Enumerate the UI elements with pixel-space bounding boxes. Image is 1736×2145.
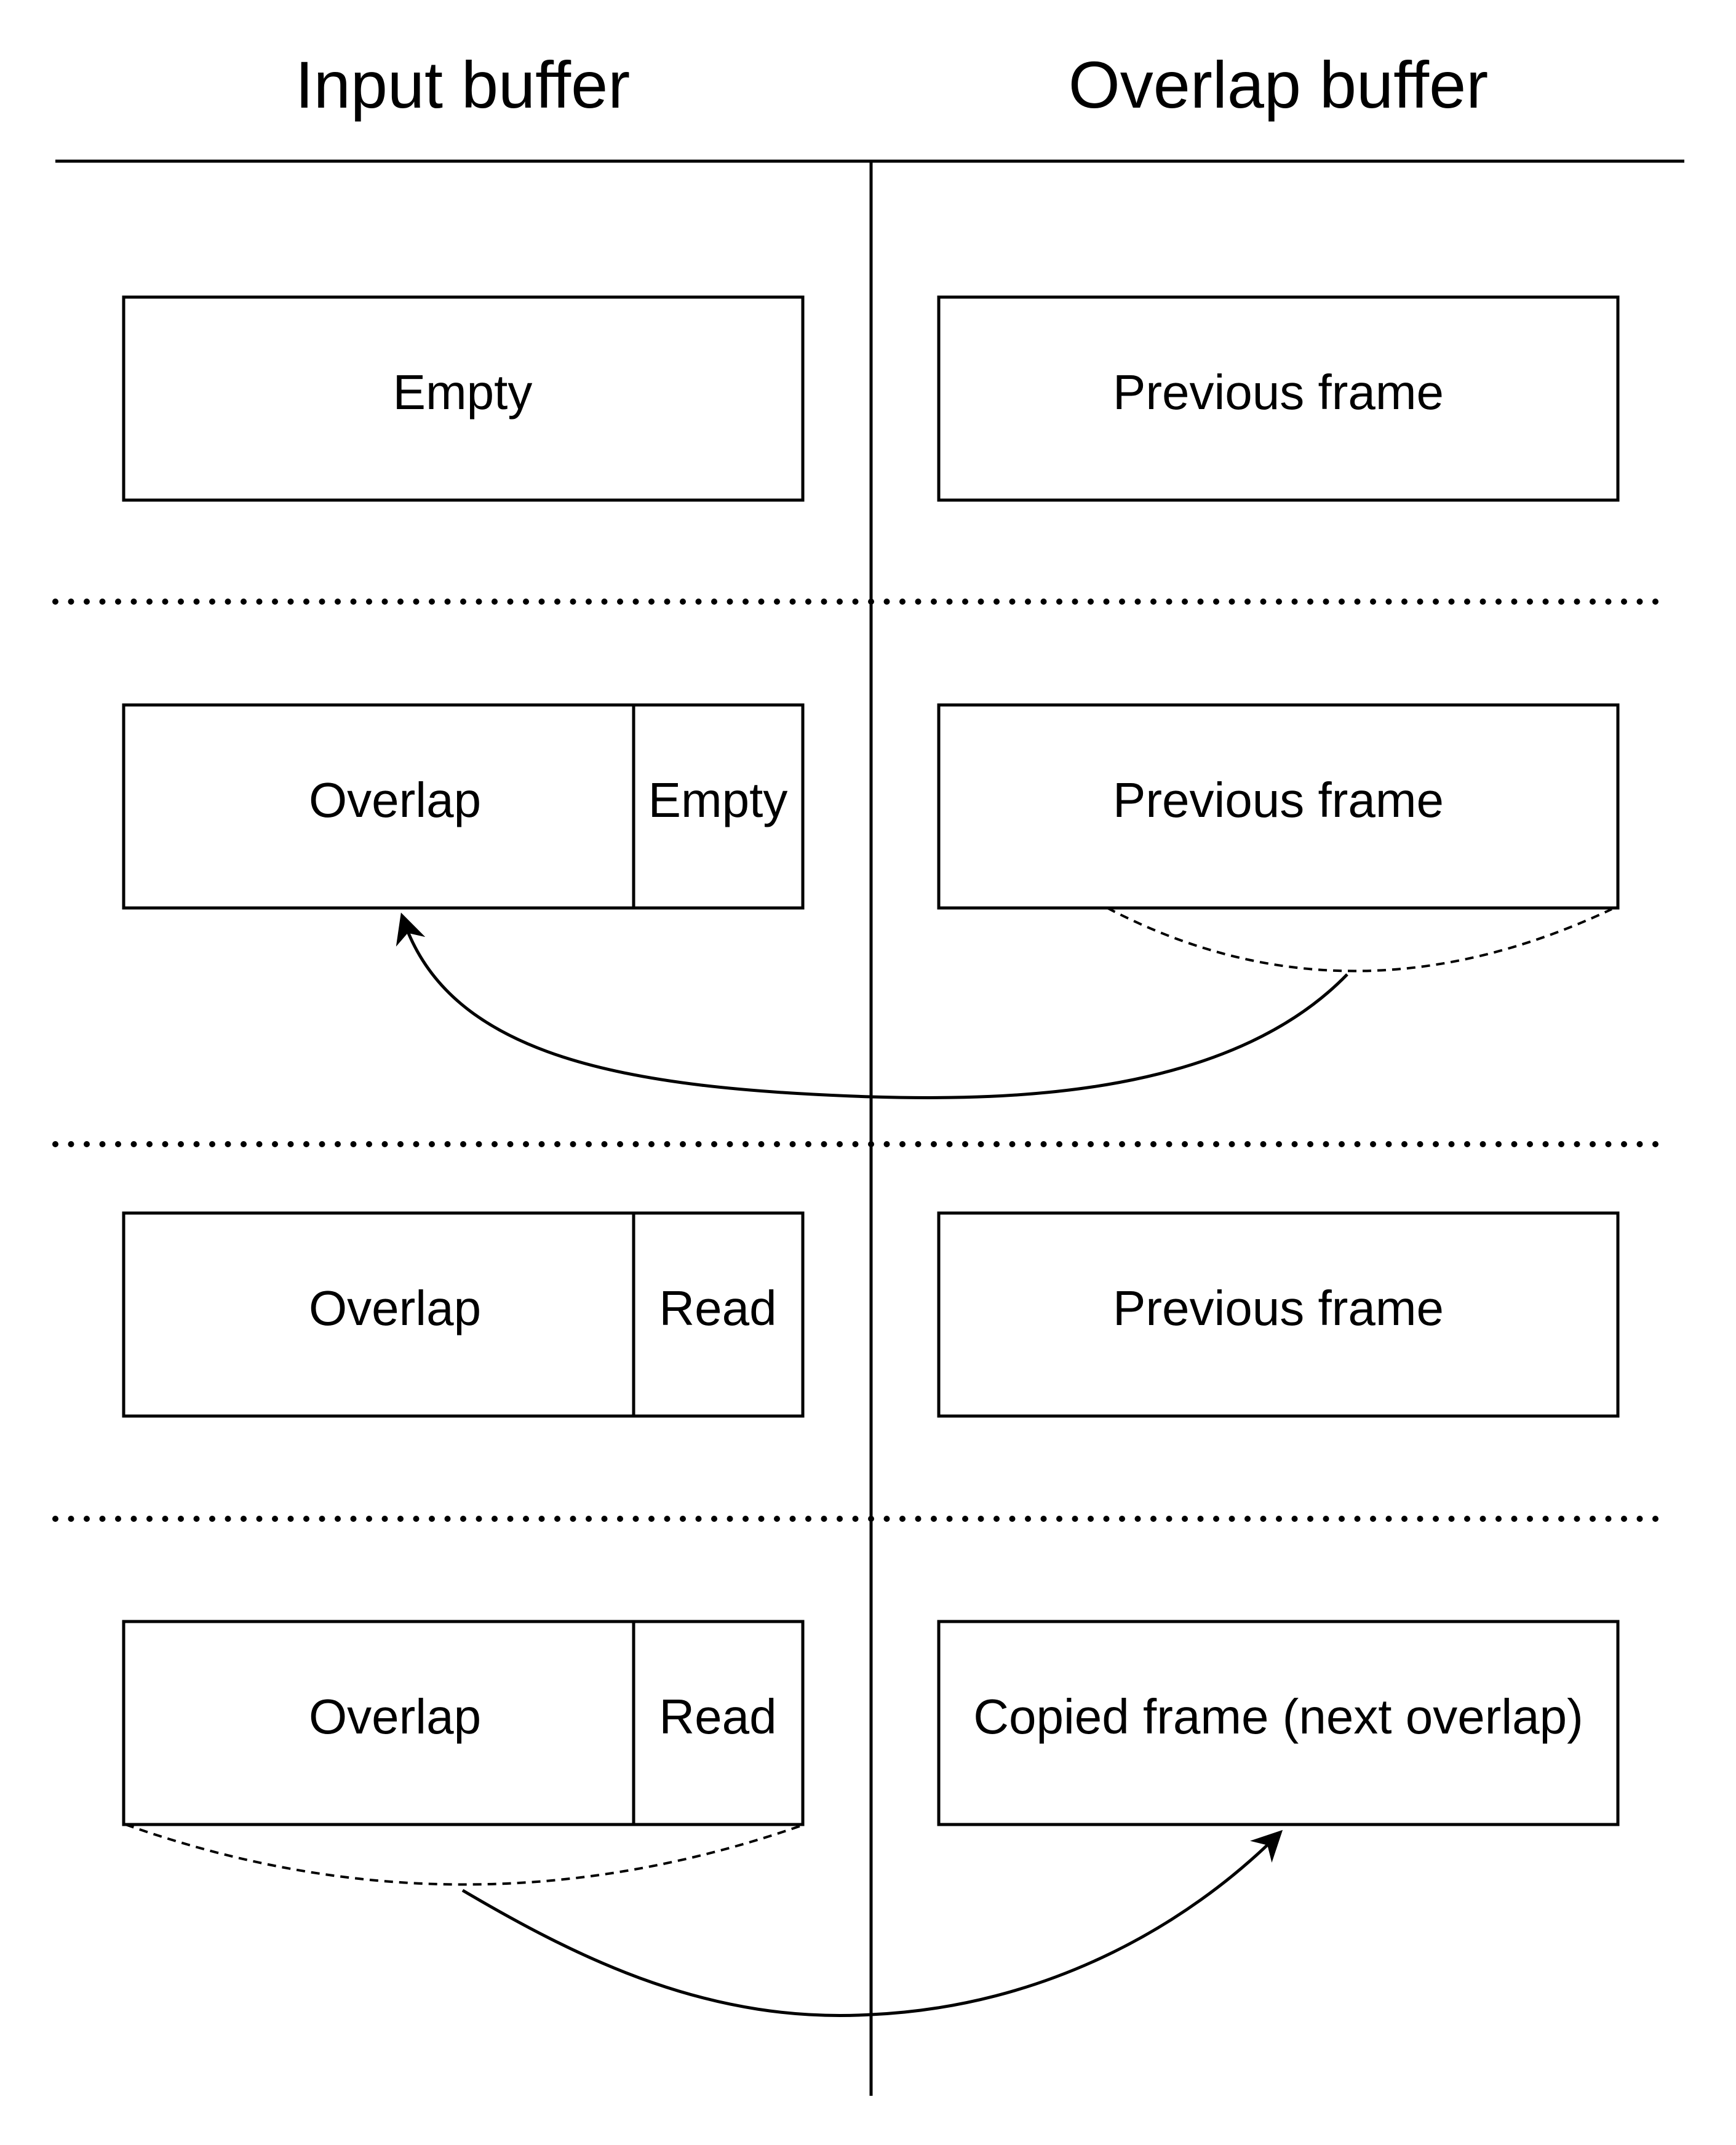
copy-source-bracket <box>1107 907 1612 973</box>
input-buffer-row-1 <box>122 295 805 502</box>
overlap-buffer-row-1 <box>937 295 1620 502</box>
input-read-segment <box>632 1620 805 1826</box>
copied-frame-label: Copied frame (next overlap) <box>973 1689 1583 1744</box>
copy-to-overlap-arrow <box>461 1829 1283 2017</box>
input-empty-segment <box>632 703 805 910</box>
input-overlap-segment <box>122 703 635 910</box>
row-4: Overlap Read Copied frame (next overlap) <box>122 1620 1620 2017</box>
input-empty-label: Empty <box>393 365 533 420</box>
copy-to-input-arrow <box>396 912 1348 1099</box>
read-label: Read <box>659 1281 776 1335</box>
previous-frame-label: Previous frame <box>1113 365 1444 420</box>
overlap-buffer-title: Overlap buffer <box>1069 47 1488 122</box>
overlap-buffer-row-4 <box>937 1620 1620 1826</box>
previous-frame-label: Previous frame <box>1113 773 1444 827</box>
input-buffer-title: Input buffer <box>295 47 630 122</box>
overlap-buffer-row-2 <box>937 703 1620 910</box>
copy-source-bracket <box>125 1823 802 1886</box>
input-overlap-segment <box>122 1620 635 1826</box>
row-2: Overlap Empty Previous frame <box>122 703 1620 1099</box>
overlap-buffer-row-3 <box>937 1211 1620 1418</box>
input-read-segment <box>632 1211 805 1418</box>
row-3: Overlap Read Previous frame <box>122 1211 1620 1418</box>
overlap-label: Overlap <box>309 1689 481 1744</box>
empty-label: Empty <box>648 773 788 827</box>
overlap-label: Overlap <box>309 773 481 827</box>
read-label: Read <box>659 1689 776 1744</box>
previous-frame-label: Previous frame <box>1113 1281 1444 1335</box>
row-1: Empty Previous frame <box>122 295 1620 502</box>
overlap-label: Overlap <box>309 1281 481 1335</box>
